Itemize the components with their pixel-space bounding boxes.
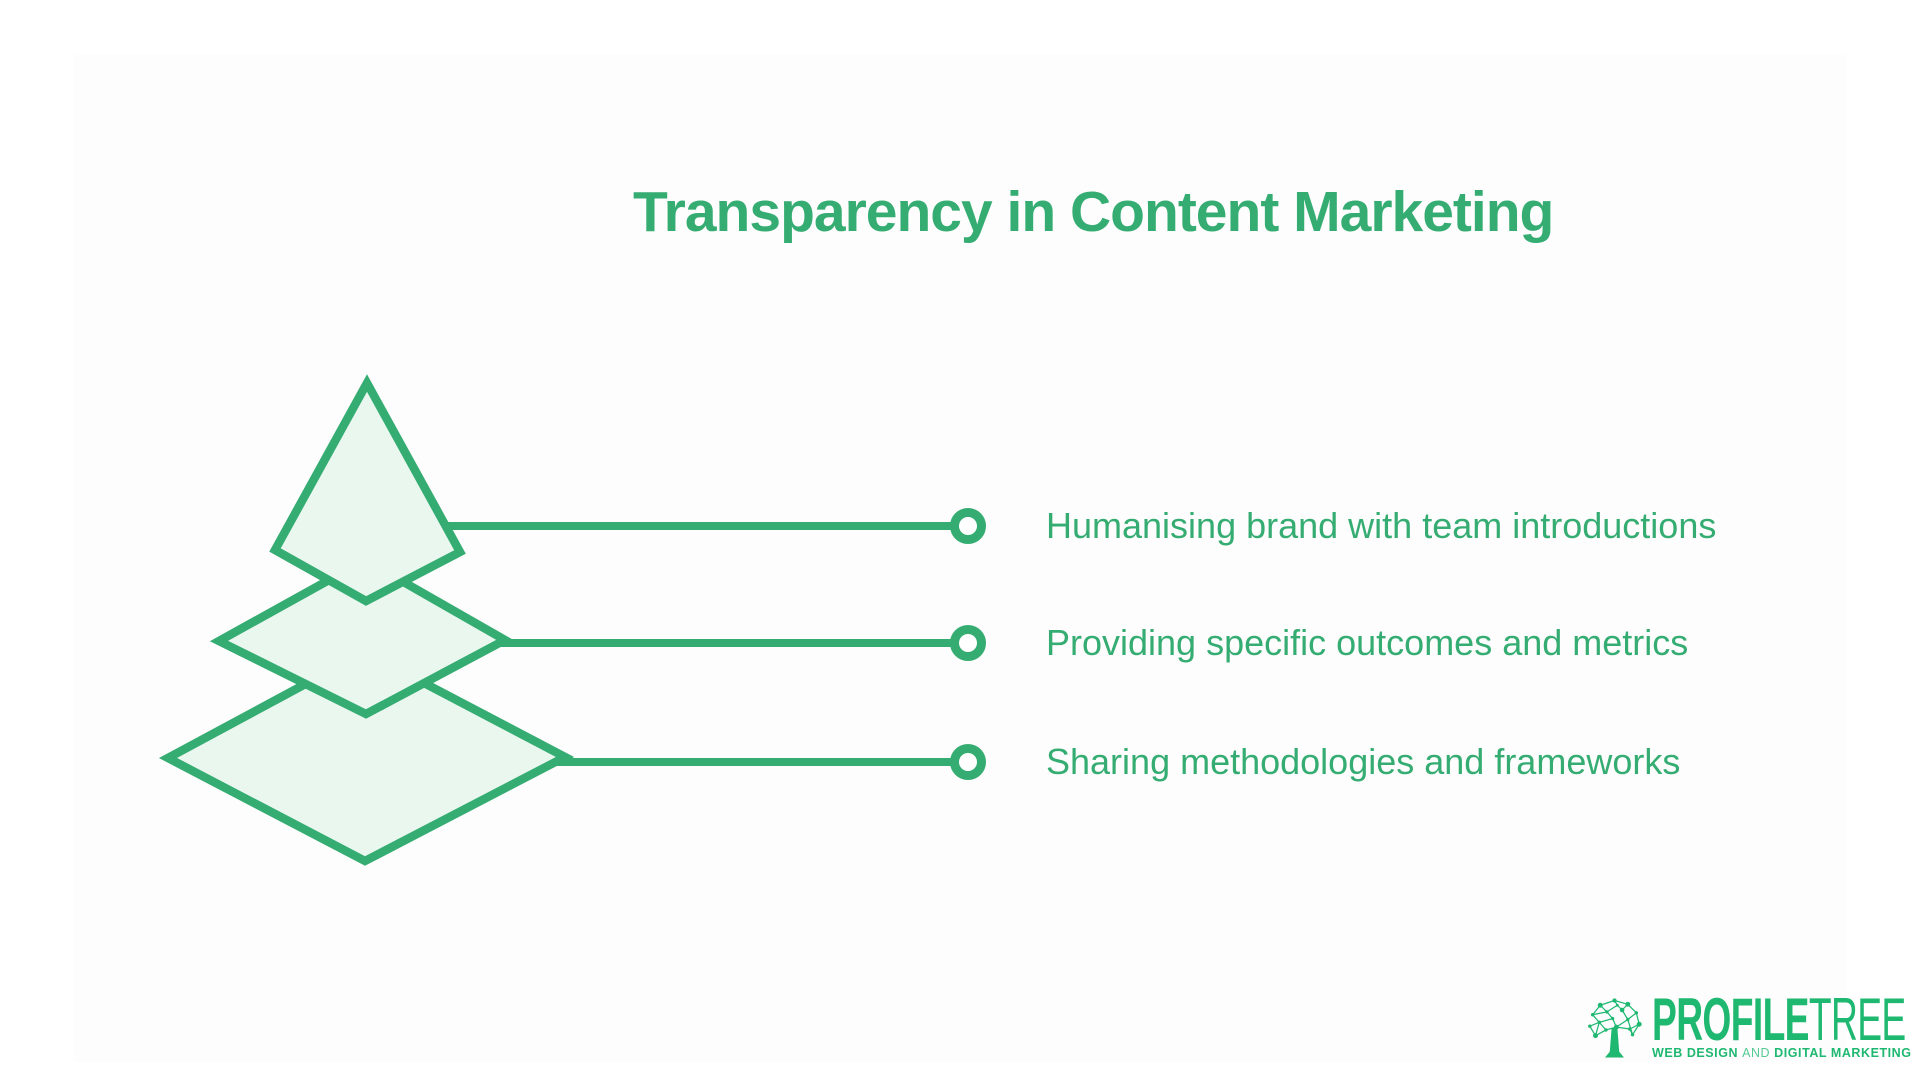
item-label: Humanising brand with team introductions [1046,505,1717,546]
logo-brand-bold: PROFILE [1652,986,1809,1053]
profiletree-tree-icon [1588,998,1642,1058]
connector-dot [950,625,986,661]
logo-brand-name: PROFILETREE [1652,990,1906,1050]
page-title: Transparency in Content Marketing [633,180,1554,244]
item-label: Sharing methodologies and frameworks [1046,741,1681,782]
tree-layer-middle [209,555,514,719]
logo-text: PROFILETREE WEB DESIGN AND DIGITAL MARKE… [1652,990,1920,1061]
tree-layer-bottom [158,647,575,866]
logo-tree-trunk [1605,1028,1624,1058]
connector-dot [950,508,986,544]
logo-brand-light: TREE [1808,986,1906,1053]
logo-tagline-lead: WEB DESIGN [1652,1046,1739,1060]
logo-tagline: WEB DESIGN AND DIGITAL MARKETING [1652,1046,1920,1060]
item-label: Providing specific outcomes and metrics [1046,622,1689,663]
connector-dot [950,744,986,780]
logo-network-nodes [1588,998,1642,1058]
logo-tagline-tail: DIGITAL MARKETING [1774,1046,1912,1060]
profiletree-logo: PROFILETREE WEB DESIGN AND DIGITAL MARKE… [1586,990,1920,1061]
logo-tagline-and: AND [1742,1046,1771,1060]
tree-layer-top [269,374,466,606]
